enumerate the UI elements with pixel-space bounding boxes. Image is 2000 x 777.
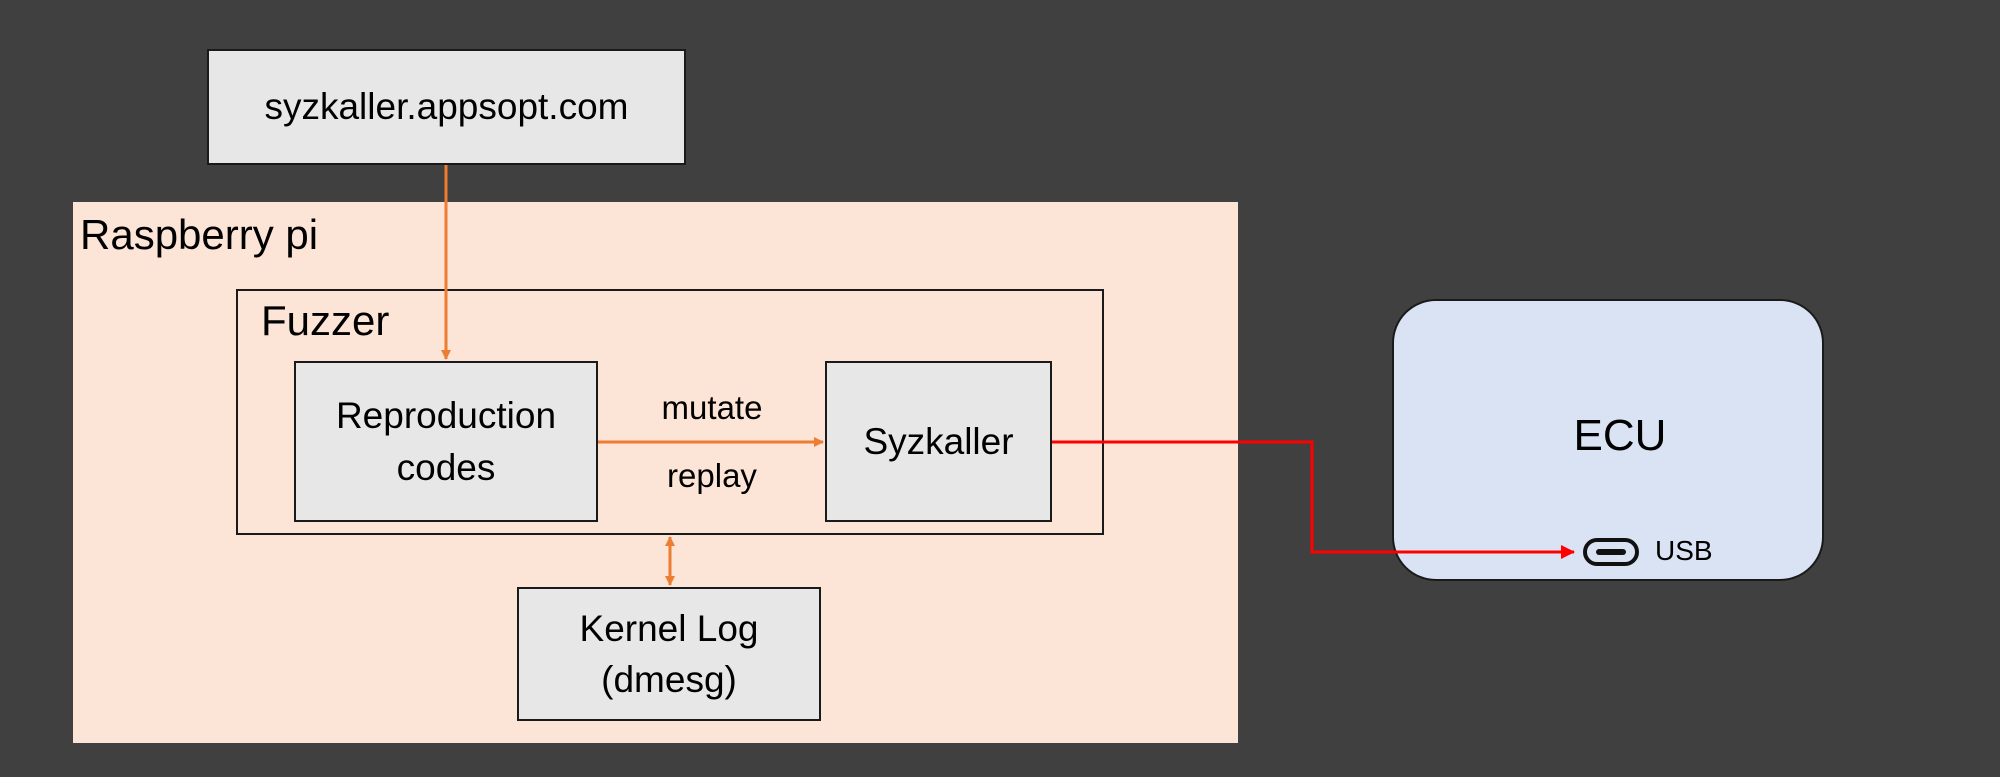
usb-label: USB — [1655, 535, 1713, 566]
reproduction-codes-label-line2: codes — [396, 446, 496, 488]
kernel-log-label-line2: (dmesg) — [601, 659, 737, 700]
kernel-log-node: Kernel Log (dmesg) — [517, 587, 821, 721]
fuzzer-group — [236, 289, 1104, 535]
ecu-label: ECU — [1573, 411, 1667, 460]
syzkaller-web-label: syzkaller.appsopt.com — [264, 86, 629, 128]
reproduction-codes-label-line1: Reproduction — [335, 395, 557, 437]
fuzzer-label: Fuzzer — [261, 297, 390, 344]
mutate-edge-label: mutate — [661, 389, 763, 426]
raspberry-pi-label: Raspberry pi — [80, 211, 319, 258]
kernel-log-label-line1: Kernel Log — [579, 607, 759, 649]
reproduction-codes-node: Reproduction codes — [294, 361, 598, 522]
syzkaller-node: Syzkaller — [825, 361, 1052, 522]
syzkaller-label: Syzkaller — [863, 420, 1014, 462]
replay-edge-label: replay — [667, 457, 757, 494]
usb-c-port-icon — [1583, 538, 1639, 566]
syzkaller-web-node: syzkaller.appsopt.com — [207, 49, 686, 165]
